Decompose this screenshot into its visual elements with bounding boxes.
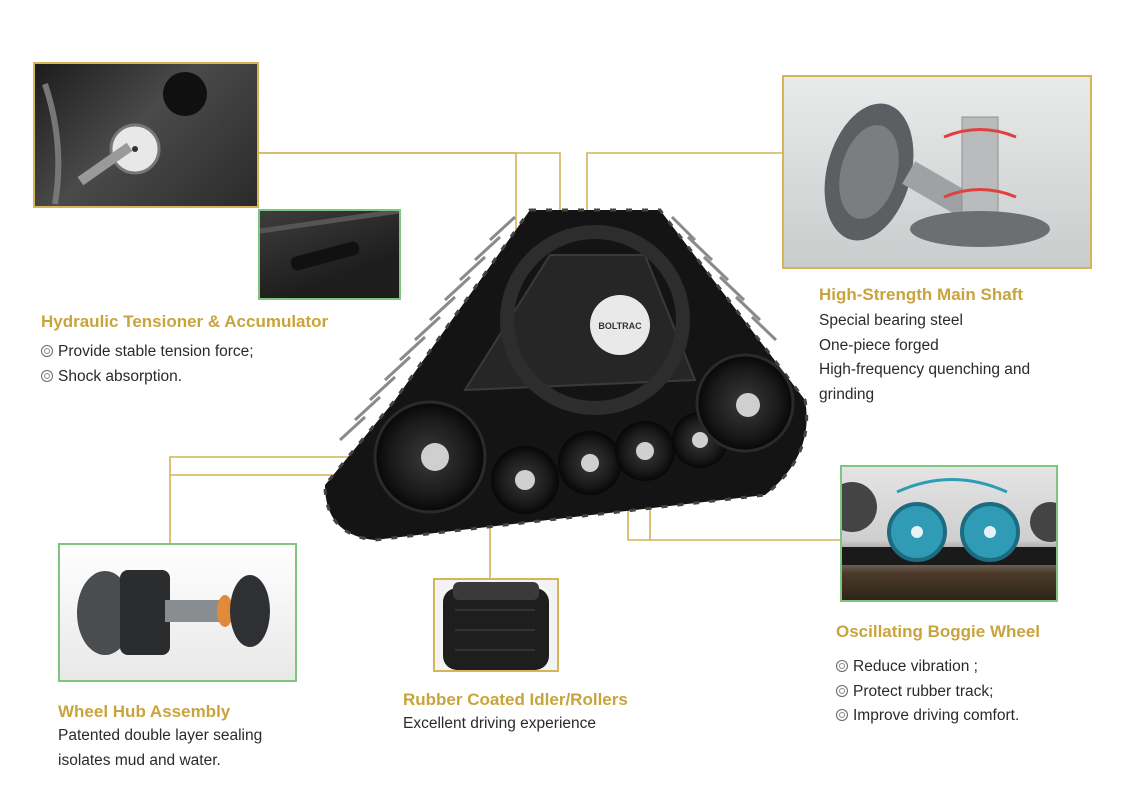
wheel-hub-line-1: Patented double layer sealing bbox=[58, 727, 263, 744]
wheel-hub-photo bbox=[58, 543, 297, 682]
wheel-hub-description: Patented double layer sealing isolates m… bbox=[58, 724, 262, 773]
wheel-hub-line-2: isolates mud and water. bbox=[58, 751, 221, 769]
main-shaft-description: Special bearing steel One-piece forged H… bbox=[819, 309, 1030, 407]
hydraulic-title: Hydraulic Tensioner & Accumulator bbox=[41, 312, 329, 331]
hydraulic-bullet-2: Shock absorption. bbox=[41, 365, 254, 390]
main-shaft-line-3: High-frequency quenching and bbox=[819, 361, 1031, 378]
boggie-title: Oscillating Boggie Wheel bbox=[836, 622, 1041, 641]
main-shaft-photo bbox=[782, 75, 1092, 269]
bullet-icon bbox=[836, 684, 848, 697]
wheel-hub-title: Wheel Hub Assembly bbox=[58, 702, 231, 721]
bullet-icon bbox=[836, 660, 848, 672]
boggie-bullet-3: Improve driving comfort. bbox=[836, 704, 1019, 729]
boggie-bullets: Reduce vibration ; Protect rubber track;… bbox=[836, 655, 1019, 729]
boggie-wheel-photo bbox=[840, 465, 1058, 602]
idler-line-1: Excellent driving experience bbox=[403, 715, 596, 732]
main-shaft-line-4: grinding bbox=[819, 385, 875, 403]
bullet-icon bbox=[41, 345, 53, 357]
idler-roller-photo bbox=[433, 578, 559, 672]
accumulator-photo bbox=[258, 209, 401, 300]
bullet-icon bbox=[836, 709, 848, 721]
brand-logo: BOLTRAC bbox=[598, 321, 642, 331]
hydraulic-bullet-1: Provide stable tension force; bbox=[41, 340, 254, 365]
rubber-track-system-image: BOLTRAC bbox=[323, 208, 809, 542]
boggie-bullet-1: Reduce vibration ; bbox=[836, 655, 1019, 680]
main-shaft-line-1: Special bearing steel bbox=[819, 312, 963, 329]
idler-title: Rubber Coated Idler/Rollers bbox=[403, 690, 628, 709]
main-shaft-line-2: One-piece forged bbox=[819, 336, 939, 354]
hydraulic-bullets: Provide stable tension force; Shock abso… bbox=[41, 340, 254, 389]
hydraulic-tensioner-photo bbox=[33, 62, 259, 208]
boggie-bullet-2: Protect rubber track; bbox=[836, 680, 1019, 705]
main-shaft-title: High-Strength Main Shaft bbox=[819, 285, 1023, 304]
idler-description: Excellent driving experience bbox=[403, 712, 596, 737]
bullet-icon bbox=[41, 369, 53, 382]
